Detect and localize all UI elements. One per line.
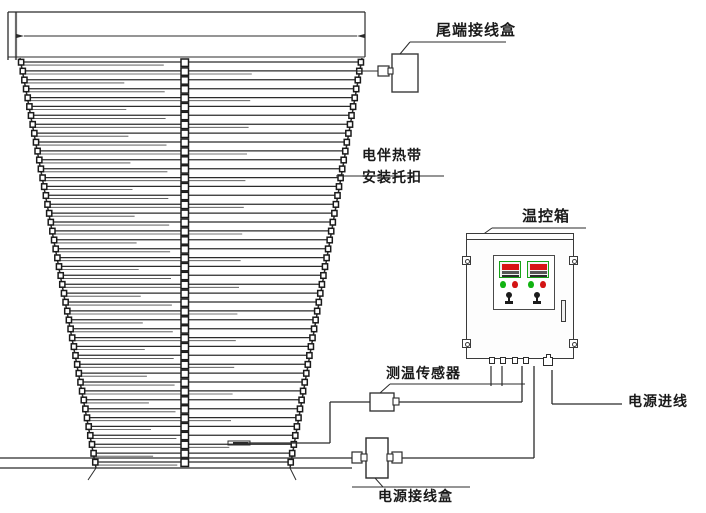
temperature-sensor-icon [369,383,525,412]
controller-panel [493,255,555,310]
mounting-ear-top-left [462,256,471,265]
cabinet-body [462,239,578,366]
label-tail-junction-box: 尾端接线盒 [436,21,517,39]
cabinet-door-handle[interactable] [561,300,566,322]
mounting-ear-top-right [569,256,578,265]
label-temp-sensor: 测温传感器 [386,366,461,382]
controller-unit-2[interactable] [527,261,549,304]
label-power-input-line: 电源进线 [628,394,688,410]
power-junction-box-icon [351,437,470,488]
indicator-leds-2 [527,281,549,291]
led-green-2 [528,281,534,288]
digital-display-2 [527,261,549,278]
heat-trace-clips-center [180,58,190,468]
led-red-2 [540,281,546,288]
selector-knob-1[interactable] [499,292,521,304]
cable-gland-4 [523,357,529,364]
heat-trace-clips-right [287,58,365,466]
heat-trace-clips-left [17,58,99,466]
label-power-junction-box: 电源接线盒 [378,489,453,505]
cable-gland-3 [512,357,518,364]
indicator-leds-1 [499,281,521,291]
label-temp-control-box: 温控箱 [522,207,571,225]
wiring [0,366,622,459]
led-green-1 [500,281,506,288]
mounting-ear-bottom-left [462,339,471,348]
cable-gland-power [543,354,553,366]
digital-display-1 [499,261,521,278]
label-heat-tape-line1: 电伴热带 [362,148,422,164]
tail-junction-box-icon [345,41,506,93]
mounting-ear-bottom-right [569,339,578,348]
label-heat-tape-line2: 安装托扣 [362,170,422,186]
selector-knob-2[interactable] [527,292,549,304]
cable-gland-2 [500,357,506,364]
led-red-1 [512,281,518,288]
cable-gland-1 [489,357,495,364]
temperature-control-cabinet[interactable] [462,233,578,366]
heat-trace-lines [20,61,362,466]
controller-unit-1[interactable] [499,261,521,304]
